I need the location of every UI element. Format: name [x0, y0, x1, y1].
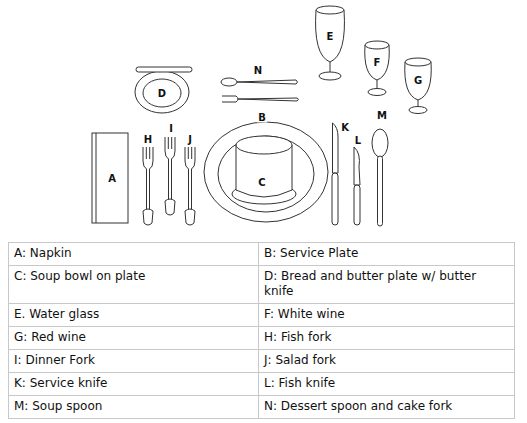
table-cell: A: Napkin — [8, 242, 259, 266]
table-cell: K: Service knife — [8, 372, 259, 396]
glasses — [316, 6, 432, 114]
table-cell: H: Fish fork — [258, 326, 515, 350]
callout-letter: C — [257, 177, 266, 188]
table-cell: E. Water glass — [8, 303, 259, 327]
table-cell: F: White wine — [258, 303, 515, 327]
callout-letter: J — [187, 134, 193, 145]
table-cell: N: Dessert spoon and cake fork — [258, 395, 515, 419]
table-cell: L: Fish knife — [258, 372, 515, 396]
knives-spoon — [332, 123, 388, 226]
callout-letter: M — [376, 110, 388, 121]
service-plate — [204, 122, 328, 222]
callout-letter: N — [253, 65, 263, 76]
callout-letter: H — [143, 134, 153, 145]
callout-letter: K — [340, 122, 350, 133]
callout-letter: F — [373, 57, 382, 68]
table-cell: M: Soup spoon — [8, 395, 259, 419]
dessert-spoon-cake-fork — [221, 78, 299, 102]
callout-letter: G — [413, 75, 423, 86]
callout-letter: A — [107, 173, 117, 184]
table-cell: G: Red wine — [8, 326, 259, 350]
callout-letter: L — [354, 135, 362, 146]
callout-letter: B — [257, 112, 267, 123]
table-cell: I: Dinner Fork — [8, 349, 259, 373]
bread-plate — [135, 67, 192, 113]
napkin — [92, 133, 128, 223]
soup-bowl — [232, 136, 296, 204]
table-cell: C: Soup bowl on plate — [8, 265, 259, 304]
forks — [143, 137, 195, 225]
callout-letter: E — [326, 31, 335, 42]
callout-letter: D — [157, 88, 167, 99]
table-cell: B: Service Plate — [258, 242, 515, 266]
table-cell: D: Bread and butter plate w/ butter knif… — [258, 265, 515, 304]
table-cell: J: Salad fork — [258, 349, 515, 373]
callout-letter: I — [168, 123, 174, 134]
